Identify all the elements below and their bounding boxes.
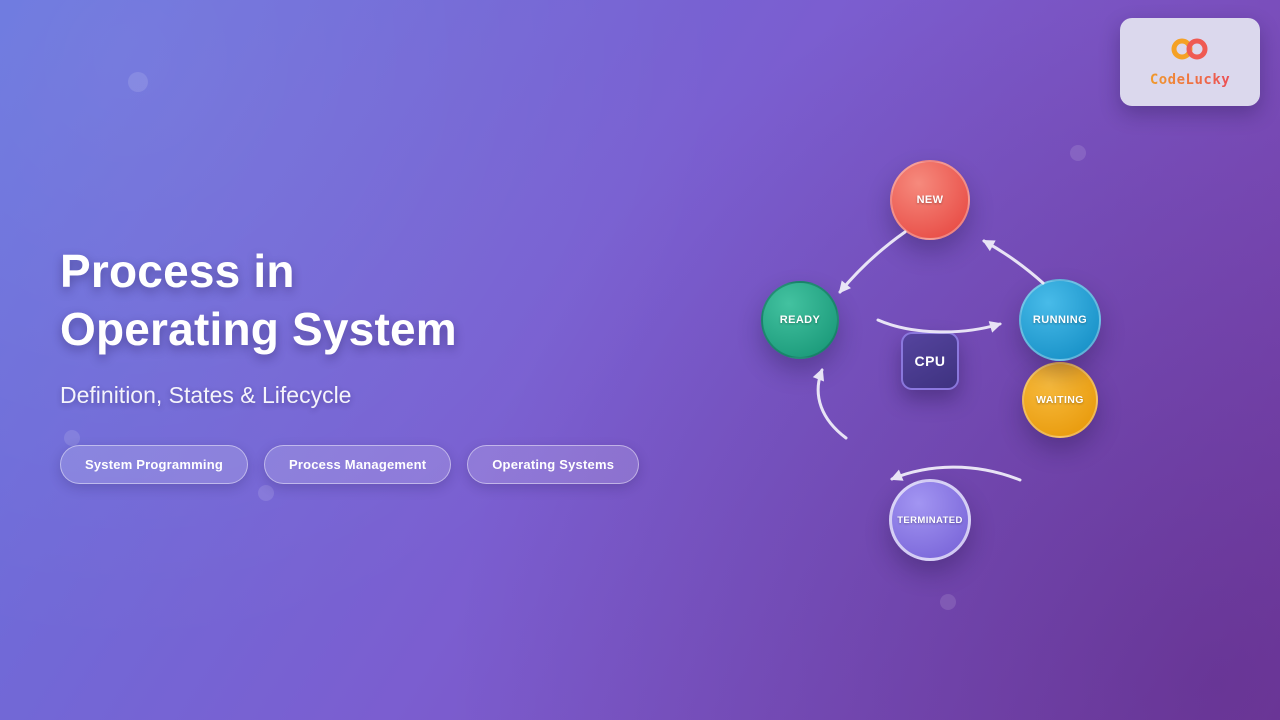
- state-circle-new: NEW: [890, 160, 970, 240]
- state-circle-terminated: TERMINATED: [889, 479, 971, 561]
- brand-name: CodeLucky: [1149, 71, 1231, 88]
- decor-dot: [258, 485, 274, 501]
- hero-section: Process in Operating System Definition, …: [60, 242, 640, 484]
- state-circle-running: RUNNING: [1019, 279, 1101, 361]
- decor-dot: [128, 72, 148, 92]
- tag-pill-operating-systems: Operating Systems: [467, 445, 640, 484]
- decor-dot: [64, 430, 80, 446]
- arrow-running-to-new: [982, 239, 1045, 285]
- state-circle-ready: READY: [761, 281, 839, 359]
- tag-pill-system-programming: System Programming: [60, 445, 248, 484]
- decor-dot: [940, 594, 956, 610]
- state-circle-waiting: WAITING: [1022, 362, 1098, 438]
- tag-list: System Programming Process Management Op…: [60, 445, 640, 484]
- cpu-box: CPU: [901, 332, 959, 390]
- tag-pill-process-management: Process Management: [263, 445, 452, 484]
- decor-dot: [1070, 145, 1086, 161]
- infinity-icon: [1166, 37, 1214, 66]
- arrow-new-to-ready: [838, 230, 907, 294]
- logo-card: CodeLucky: [1120, 18, 1260, 106]
- page-title: Process in Operating System: [60, 242, 639, 358]
- arrow-waiting-to-ready: [812, 368, 848, 440]
- title-line-2: Operating System: [60, 303, 457, 355]
- subtitle: Definition, States & Lifecycle: [60, 382, 352, 408]
- arrow-ready-to-running: [876, 318, 1002, 334]
- arrow-running-to-terminated: [890, 465, 1022, 482]
- title-line-1: Process in: [60, 245, 295, 297]
